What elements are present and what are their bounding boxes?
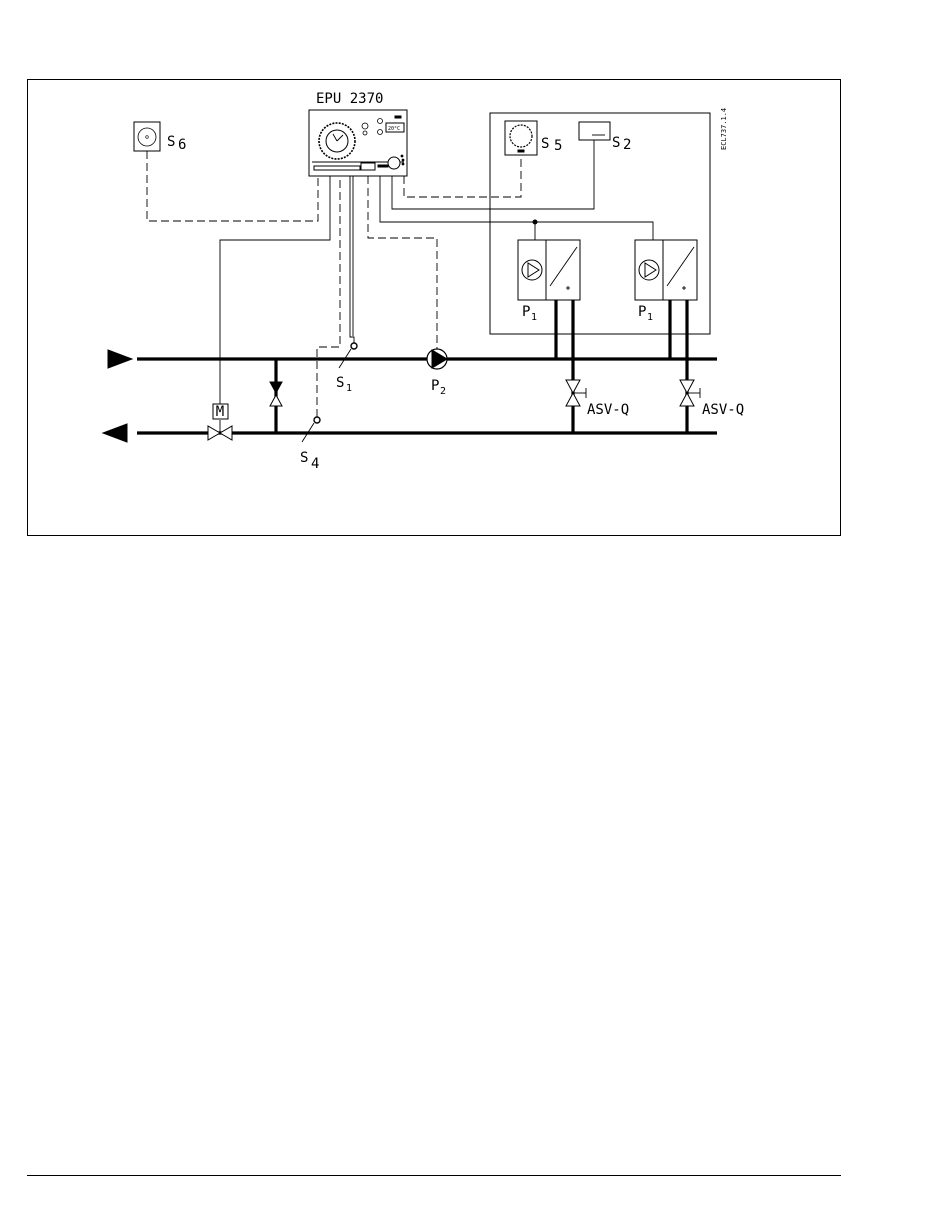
fan-coil-unit-1 [518,240,580,300]
moon-icon [378,119,383,124]
label-p1-right-letter: P [638,304,646,320]
terminal-block [361,163,375,170]
check-valve [270,382,282,406]
label-s4-sub: 4 [311,456,319,472]
wire-s5 [404,155,521,197]
controller-slot [314,166,360,170]
label-s5-sub: 5 [554,138,562,154]
return-flow-arrow [103,424,127,442]
label-s6-letter: S [167,134,175,150]
return-sensor-s4 [302,417,320,442]
label-asv-q-2: ASV-Q [702,402,744,418]
label-s4-letter: S [300,450,308,466]
sun-icon [362,123,368,129]
label-s5-letter: S [541,136,549,152]
label-p1-right-sub: 1 [647,312,653,323]
label-asv-q-1: ASV-Q [587,402,629,418]
label-s2-sub: 2 [623,137,631,153]
wire-s2 [392,140,594,209]
motor-label: M [216,404,224,420]
status-led [395,116,401,118]
footer-rule [27,1175,841,1176]
wire-fan-coils [380,176,653,240]
circulation-pump-p2 [427,349,447,369]
label-s1-letter: S [336,375,344,391]
controller-label: EPU 2370 [316,91,383,107]
label-p1-left-letter: P [522,304,530,320]
setpoint-knob-icon [388,157,400,169]
outdoor-sensor-s6 [134,122,160,151]
room-sensor-s2 [579,122,610,140]
label-s2-letter: S [612,135,620,151]
room-sensor-s5 [505,121,537,155]
label-p2-letter: P [431,378,439,394]
wire-s6 [147,151,318,221]
supply-sensor-s1 [339,343,357,368]
drawing-code: ECL737.1.4 [720,108,728,150]
controller-epu: 20°C [309,110,407,176]
fan-coil-unit-2 [635,240,697,300]
controller-display-value: 20°C [388,126,400,132]
asv-q-valve-1 [566,380,586,406]
label-s6-sub: 6 [178,137,186,153]
supply-flow-arrow [108,350,132,368]
wire-p2 [368,176,437,349]
label-p1-left-sub: 1 [531,312,537,323]
asv-q-valve-2 [680,380,700,406]
label-s1-sub: 1 [346,383,352,394]
label-p2-sub: 2 [440,386,446,397]
